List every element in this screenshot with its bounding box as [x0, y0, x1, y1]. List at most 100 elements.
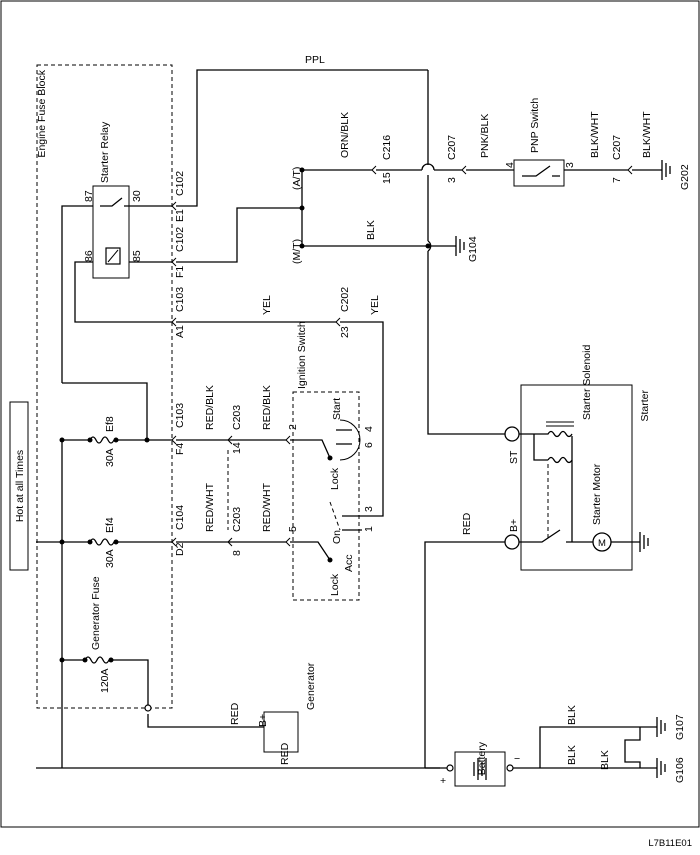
wire-colors-ppl-label: PPL — [305, 54, 325, 66]
connectors-c203-b-label: C203 — [231, 507, 243, 532]
wire-colors-blk-wht-2-label: BLK/WHT — [641, 111, 653, 158]
wire-colors-yel-1-label: YEL — [261, 295, 273, 315]
wire-colors-red-3-label: RED — [279, 742, 291, 765]
fuses-gen-rating-label: 120A — [99, 668, 111, 693]
wire-colors-pnk-blk-label: PNK/BLK — [479, 114, 491, 158]
labels-start-label: Start — [331, 398, 343, 420]
pins-p23-label: 23 — [339, 326, 351, 338]
labels-bplus-gen-label: B+ — [257, 714, 269, 727]
blocks-starter-solenoid-label: Starter Solenoid — [581, 345, 593, 420]
hot-at-all-times-banner: Hot at all Times — [9, 401, 29, 571]
g106-ground-symbol — [656, 758, 666, 778]
pins-f1-label: F1 — [174, 266, 186, 278]
battery-ground-wires — [513, 726, 657, 769]
connectors-c203-a-label: C203 — [231, 405, 243, 430]
connectors-c103-b-label: C103 — [174, 403, 186, 428]
engine-fuse-block-label: Engine Fuse Block — [36, 69, 48, 157]
grounds-g107-label: G107 — [674, 714, 686, 740]
labels-at-label: (A/T) — [291, 167, 303, 190]
pins-f4-label: F4 — [174, 443, 186, 455]
pins-p3b-label: 3 — [564, 162, 576, 168]
wire-colors-blk-2-label: BLK — [566, 705, 578, 725]
labels-acc-label: Acc — [343, 554, 355, 572]
figure-id: L7B11E01 — [648, 838, 692, 849]
battery-positive-terminal — [446, 764, 454, 772]
wire-colors-orn-blk-label: ORN/BLK — [339, 112, 351, 158]
pnp-switch-contact — [522, 165, 560, 177]
labels-lock1-label: Lock — [329, 467, 341, 490]
starter-outline — [520, 384, 633, 571]
pins-a1-label: A1 — [174, 325, 186, 338]
battery-cells — [473, 758, 487, 780]
blocks-generator-fuse-label: Generator Fuse — [90, 576, 102, 650]
relay-87-wire — [61, 205, 148, 440]
pins-ign3-label: 3 — [363, 506, 375, 512]
fuses-ef4-name-label: Ef4 — [104, 517, 116, 533]
labels-mt-label: (M/T) — [291, 239, 303, 264]
connectors-c207-a-label: C207 — [446, 135, 458, 160]
pnp-switch-box — [513, 159, 565, 187]
pins-p14-label: 14 — [231, 442, 243, 454]
connectors-c103-a-label: C103 — [174, 287, 186, 312]
wire-colors-red-blk-2-label: RED/BLK — [261, 385, 273, 430]
generator-box — [263, 711, 299, 753]
st-terminal — [504, 426, 520, 442]
connectors-c104-label: C104 — [174, 505, 186, 530]
g202-ground-symbol — [661, 160, 671, 180]
pins-ign1-label: 1 — [363, 526, 375, 532]
g107-ground-symbol — [656, 717, 666, 737]
pins-p15-label: 15 — [381, 172, 393, 184]
connectors-c102-b-label: C102 — [174, 227, 186, 252]
battery-negative-terminal — [506, 764, 514, 772]
generator-fuse-wire — [62, 659, 235, 728]
blocks-starter-motor-label: Starter Motor — [591, 463, 603, 525]
ef4-fuse-symbol — [89, 538, 115, 546]
grounds-g202-label: G202 — [679, 164, 691, 190]
blocks-pnp-switch-label: PNP Switch — [529, 98, 541, 153]
pins-p86-label: 86 — [83, 250, 95, 262]
blocks-generator-label: Generator — [305, 662, 317, 710]
pins-p4-label: 4 — [504, 162, 516, 168]
ignition-start-switch — [290, 429, 352, 459]
pins-ign4-label: 4 — [363, 426, 375, 432]
labels-bplus-starter-label: B+ — [508, 519, 520, 532]
connector-chevrons — [171, 165, 633, 547]
starter-relay-contact — [100, 197, 129, 207]
pins-p87-label: 87 — [83, 190, 95, 202]
labels-minus-label: − — [514, 753, 520, 765]
labels-lock2-label: Lock — [329, 573, 341, 596]
pins-p7-label: 7 — [611, 177, 623, 183]
bplus-starter-terminal — [504, 534, 520, 550]
pins-p8-label: 8 — [231, 550, 243, 556]
pins-ign5-label: 5 — [287, 526, 299, 532]
pins-p3a-label: 3 — [446, 177, 458, 183]
battery-bus-wire — [36, 440, 440, 769]
blocks-starter-relay-label: Starter Relay — [99, 121, 111, 183]
blocks-starter-label: Starter — [639, 390, 651, 422]
pins-ign2-label: 2 — [287, 424, 299, 430]
blocks-ignition-switch-label: Ignition Switch — [296, 321, 308, 389]
blocks-battery-label: Battery — [476, 741, 488, 775]
ignition-switch-outline — [292, 391, 360, 601]
pins-p30-label: 30 — [131, 190, 143, 202]
connectors-c202-label: C202 — [339, 287, 351, 312]
relay-86-wire — [74, 261, 172, 323]
fuses-ef8-rating-label: 30A — [104, 448, 116, 467]
wire-colors-red-blk-1-label: RED/BLK — [204, 385, 216, 430]
pins-d2-label: D2 — [174, 542, 186, 556]
labels-on-label: On — [331, 530, 343, 544]
starter-contact — [519, 460, 578, 543]
pins-p85-label: 85 — [131, 250, 143, 262]
labels-motor-m-label: M — [598, 538, 606, 549]
grounds-g106-label: G106 — [674, 757, 686, 783]
g104-ground-symbol — [455, 236, 465, 256]
wire-colors-blk-wht-1-label: BLK/WHT — [589, 111, 601, 158]
starter-solenoid-core — [546, 421, 574, 427]
labels-st-label: ST — [508, 450, 520, 464]
diagram-frame — [0, 0, 700, 828]
fuses-ef4-rating-label: 30A — [104, 549, 116, 568]
banner-text: Hot at all Times — [14, 450, 26, 522]
starter-motor-ground — [578, 532, 649, 552]
wire-colors-red-wht-2-label: RED/WHT — [261, 482, 273, 532]
